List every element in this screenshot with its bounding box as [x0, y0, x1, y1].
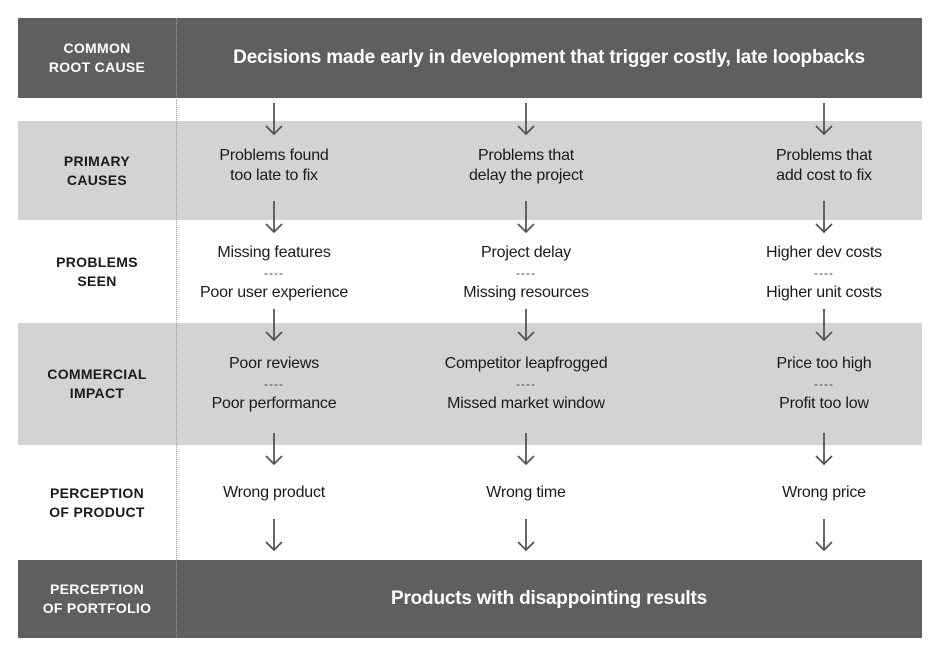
cell-text-top: Poor reviews — [228, 355, 320, 372]
cell-text-bottom: Poor performance — [211, 395, 337, 412]
cell-text: Problems found too late to fix — [219, 147, 329, 184]
problem-seen-2: Project delay ---- Missing resources — [406, 243, 646, 303]
problem-seen-3: Higher dev costs ---- Higher unit costs — [704, 243, 940, 303]
arrow-down-icon — [516, 518, 536, 552]
commercial-impact-3: Price too high ---- Profit too low — [704, 354, 940, 414]
cell-text-bottom: Poor user experience — [199, 284, 349, 301]
cell-text-top: Missing features — [217, 244, 331, 261]
cell-text-top: Price too high — [776, 355, 872, 372]
row-label-perception-portfolio: PERCEPTION OF PORTFOLIO — [18, 560, 176, 638]
arrow-down-icon — [516, 102, 536, 136]
cell-text: Wrong price — [782, 484, 866, 501]
cell-separator: ---- — [264, 266, 284, 280]
row-label-perception-product: PERCEPTION OF PRODUCT — [18, 445, 176, 560]
portfolio-banner: Products with disappointing results — [390, 588, 708, 609]
cell-text-top: Higher dev costs — [766, 244, 882, 261]
cell-text-top: Project delay — [481, 244, 571, 261]
primary-cause-2: Problems that delay the project — [406, 146, 646, 186]
primary-causes-band — [18, 121, 922, 220]
perception-product-2: Wrong time — [406, 483, 646, 503]
arrow-down-icon — [264, 102, 284, 136]
commercial-impact-1: Poor reviews ---- Poor performance — [154, 354, 394, 414]
arrow-down-icon — [264, 308, 284, 342]
arrow-down-icon — [814, 432, 834, 466]
problem-seen-1: Missing features ---- Poor user experien… — [154, 243, 394, 303]
row-label-text: PERCEPTION OF PRODUCT — [49, 484, 145, 520]
arrow-down-icon — [264, 200, 284, 234]
column-divider — [176, 18, 177, 638]
cell-separator: ---- — [516, 266, 536, 280]
arrow-down-icon — [264, 432, 284, 466]
portfolio-band — [18, 560, 922, 638]
arrow-down-icon — [264, 518, 284, 552]
cell-separator: ---- — [814, 377, 834, 391]
arrow-down-icon — [814, 308, 834, 342]
row-label-text: PROBLEMS SEEN — [56, 253, 138, 289]
perception-product-3: Wrong price — [704, 483, 940, 503]
cell-text-bottom: Profit too low — [779, 395, 869, 412]
perception-product-1: Wrong product — [154, 483, 394, 503]
row-label-text: PRIMARY CAUSES — [63, 152, 131, 188]
cell-text: Problems that delay the project — [468, 147, 583, 184]
cell-separator: ---- — [814, 266, 834, 280]
cell-text: Wrong product — [222, 484, 326, 501]
cell-separator: ---- — [516, 377, 536, 391]
arrow-down-icon — [516, 308, 536, 342]
cell-text: Wrong time — [486, 484, 566, 501]
cell-text-top: Competitor leapfrogged — [444, 355, 608, 372]
arrow-down-icon — [814, 102, 834, 136]
primary-cause-3: Problems that add cost to fix — [704, 146, 940, 186]
row-label-text: COMMON ROOT CAUSE — [48, 40, 146, 75]
row-label-root-cause: COMMON ROOT CAUSE — [18, 18, 176, 98]
arrow-down-icon — [516, 432, 536, 466]
primary-cause-1: Problems found too late to fix — [154, 146, 394, 186]
row-label-text: PERCEPTION OF PORTFOLIO — [42, 581, 152, 616]
arrow-down-icon — [814, 200, 834, 234]
arrow-down-icon — [814, 518, 834, 552]
row-label-commercial-impact: COMMERCIAL IMPACT — [18, 323, 176, 445]
cell-text-bottom: Missed market window — [447, 395, 605, 412]
cell-text-bottom: Higher unit costs — [766, 284, 882, 301]
row-label-primary-causes: PRIMARY CAUSES — [18, 121, 176, 220]
arrow-down-icon — [516, 200, 536, 234]
root-cause-band — [18, 18, 922, 98]
root-cause-banner: Decisions made early in development that… — [233, 47, 865, 68]
cell-separator: ---- — [264, 377, 284, 391]
row-label-problems-seen: PROBLEMS SEEN — [18, 220, 176, 323]
cell-text-bottom: Missing resources — [463, 284, 589, 301]
commercial-impact-band — [18, 323, 922, 445]
cell-text: Problems that add cost to fix — [775, 147, 873, 184]
commercial-impact-2: Competitor leapfrogged ---- Missed marke… — [406, 354, 646, 414]
row-label-text: COMMERCIAL IMPACT — [47, 366, 147, 401]
